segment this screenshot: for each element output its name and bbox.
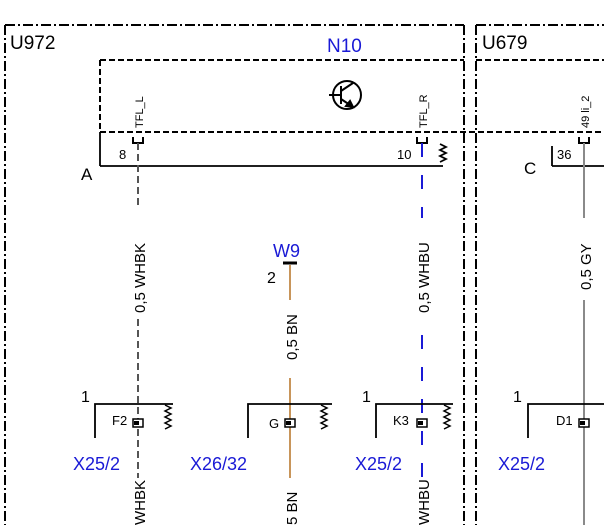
n10-box xyxy=(99,59,604,133)
wire-label-whbk: 0,5 WHBK xyxy=(132,243,149,313)
connector-c-body xyxy=(551,146,604,167)
wire-label-bn-bottom: 5 BN xyxy=(284,492,301,525)
connector-c-label: C xyxy=(524,159,536,178)
name-x25-2-b: X25/2 xyxy=(355,454,402,474)
signal-49-li-2: 49 li_2 xyxy=(580,96,592,128)
connector-a-label: A xyxy=(81,165,93,184)
signal-tfl-l: TFL_L xyxy=(134,96,146,128)
pin-8-label: 8 xyxy=(119,147,126,162)
term-d1: D1 xyxy=(556,413,573,428)
module-label-n10: N10 xyxy=(327,36,362,57)
lower-connector-f2: 1 F2 X25/2 xyxy=(73,389,173,474)
w9-pin-label: 2 xyxy=(267,270,276,287)
term-g: G xyxy=(269,416,279,431)
connector-w9-label: W9 xyxy=(273,241,300,261)
wire-label-bn: 0,5 BN xyxy=(284,314,301,360)
pin-num-1-k3: 1 xyxy=(362,389,371,406)
name-x25-2-c: X25/2 xyxy=(498,454,545,474)
pin-num-1-d1: 1 xyxy=(513,389,522,406)
wire-label-whbu-bottom: WHBU xyxy=(416,479,433,525)
module-label-u972: U972 xyxy=(10,33,55,54)
term-f2: F2 xyxy=(112,413,127,428)
lower-connector-g: G X26/32 xyxy=(190,403,332,474)
module-label-u679: U679 xyxy=(482,33,527,54)
connector-a-body xyxy=(99,132,449,167)
signal-tfl-r: TFL_R xyxy=(418,94,430,128)
wire-label-whbk-bottom: WHBK xyxy=(132,480,149,525)
name-x26-32: X26/32 xyxy=(190,454,247,474)
wire-label-whbu: 0,5 WHBU xyxy=(416,242,433,313)
wire-label-gy: 0,5 GY xyxy=(578,243,595,290)
pin-num-1-f2: 1 xyxy=(81,389,90,406)
transistor-icon xyxy=(329,80,362,110)
lower-connector-d1: 1 D1 X25/2 xyxy=(498,389,604,474)
pin-36-label: 36 xyxy=(557,147,571,162)
name-x25-2-a: X25/2 xyxy=(73,454,120,474)
module-boundaries xyxy=(4,24,604,525)
pin-10-label: 10 xyxy=(397,147,411,162)
term-k3: K3 xyxy=(393,413,409,428)
pin-terminals-a xyxy=(132,137,590,144)
lower-connector-k3: 1 K3 X25/2 xyxy=(355,389,453,474)
